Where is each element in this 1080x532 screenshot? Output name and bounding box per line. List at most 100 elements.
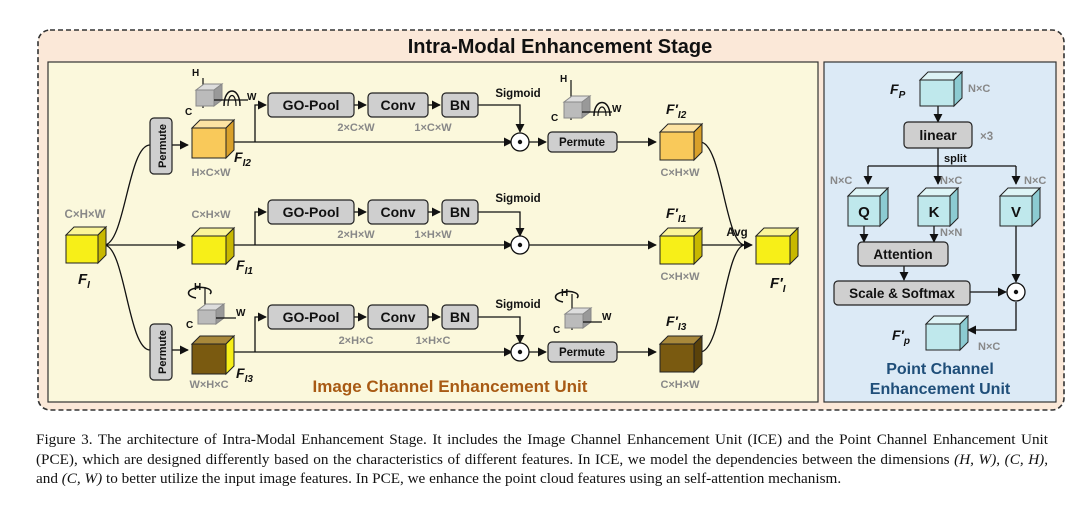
svg-text:GO-Pool: GO-Pool (283, 309, 340, 325)
permute-vertical-bottom: Permute (149, 323, 173, 381)
feature-label-b3: FI3 (236, 365, 253, 385)
axis-w-b3-left: W (236, 308, 246, 319)
svg-text:Conv: Conv (381, 309, 416, 325)
svg-text:Permute: Permute (559, 347, 605, 359)
output-dim-b2: C×H×W (660, 271, 700, 283)
pce-input-label: FP (890, 81, 906, 101)
svg-text:Permute: Permute (559, 137, 605, 149)
feature-label-b2: FI1 (236, 257, 253, 277)
architecture-diagram: Intra-Modal Enhancement Stage Image Chan… (37, 29, 1065, 411)
dot-op-b2 (510, 235, 530, 255)
svg-text:Conv: Conv (381, 97, 416, 113)
svg-text:V: V (1011, 204, 1021, 221)
svg-text:Permute: Permute (157, 330, 169, 374)
stage-title: Intra-Modal Enhancement Stage (408, 36, 713, 58)
caption-dims-ch: (C, H) (1004, 450, 1045, 468)
pce-output-cube (924, 314, 970, 352)
axis-w-b3-right: W (602, 312, 612, 323)
svg-text:Permute: Permute (157, 124, 169, 168)
pce-input-dim: N×C (968, 83, 990, 95)
caption-part2: to better utilize the input image featur… (102, 470, 842, 487)
axis-c-b1-left: C (185, 107, 192, 118)
axis-h-b3-right: H (561, 288, 568, 299)
k-cube: K (916, 186, 960, 228)
svg-text:Attention: Attention (873, 247, 932, 262)
conv-dim-b1: 1×C×W (414, 122, 452, 134)
output-label-b3: F′I3 (666, 313, 687, 333)
k-dim: N×C (940, 175, 962, 187)
svg-text:linear: linear (919, 127, 957, 143)
rotation-gizmo-b1-left (194, 78, 248, 108)
axis-h-b1-right: H (560, 74, 567, 85)
caption-dims-cw: (C, W) (61, 470, 103, 487)
svg-text:GO-Pool: GO-Pool (283, 204, 340, 220)
dot-op-b1 (510, 132, 530, 152)
feature-label-b1: FI2 (234, 149, 251, 169)
pce-output-dim: N×C (978, 341, 1000, 353)
bn-b1: BN (441, 92, 479, 118)
feature-dim-b3: W×H×C (189, 379, 228, 391)
caption-sep2: , and (36, 450, 1049, 488)
q-dim: N×C (830, 175, 852, 187)
fanout-top (103, 144, 151, 246)
feature-cube-b3 (190, 334, 236, 376)
output-cube-b3 (658, 334, 704, 374)
axis-w-b1-left: W (247, 92, 257, 103)
pce-title-line2: Enhancement Unit (870, 381, 1011, 398)
pool-dim-b1: 2×C×W (337, 122, 375, 134)
final-output-cube (754, 226, 800, 266)
fanout-bottom (103, 244, 151, 351)
caption-dims-hw: (H, W) (954, 450, 997, 468)
svg-text:BN: BN (450, 97, 470, 113)
feature-cube-b1 (190, 118, 236, 160)
axis-h-b1-left: H (192, 68, 199, 79)
feature-dim-b2: C×H×W (191, 209, 231, 221)
sigmoid-b3: Sigmoid (495, 299, 540, 311)
nn-dim: N×N (940, 227, 962, 239)
conv-b1: Conv (367, 92, 429, 118)
svg-text:K: K (929, 204, 940, 221)
axis-w-b1-right: W (612, 104, 622, 115)
input-label: FI (78, 271, 90, 291)
axis-c-b3-left: C (186, 320, 193, 331)
output-dim-b3: C×H×W (660, 379, 700, 391)
sigmoid-b2: Sigmoid (495, 193, 540, 205)
rotation-gizmo-b3-right (554, 290, 602, 330)
output-label-b2: F′I1 (666, 205, 687, 225)
attention-box: Attention (857, 241, 949, 267)
output-cube-b1 (658, 122, 704, 162)
output-label-b1: F′I2 (666, 101, 687, 121)
output-dim-b1: C×H×W (660, 167, 700, 179)
ice-title: Image Channel Enhancement Unit (313, 377, 588, 396)
bn-b3: BN (441, 304, 479, 330)
figure-caption: Figure 3. The architecture of Intra-Moda… (36, 430, 1048, 489)
permute-vertical-top: Permute (149, 117, 173, 175)
q-cube: Q (846, 186, 890, 228)
feature-cube-b2 (190, 226, 236, 266)
axis-h-b3-left: H (194, 282, 201, 293)
svg-text:BN: BN (450, 309, 470, 325)
conv-dim-b2: 1×H×W (414, 229, 452, 241)
pool-dim-b2: 2×H×W (337, 229, 375, 241)
split-label: split (944, 153, 967, 165)
input-dim: C×H×W (65, 209, 106, 221)
final-output-label: F′I (770, 275, 786, 295)
linear-box: linear (903, 121, 973, 149)
pce-title-line1: Point Channel (886, 361, 994, 378)
caption-part1: The architecture of Intra-Modal Enhancem… (36, 431, 1048, 468)
rotation-gizmo-b3-left (187, 286, 236, 325)
svg-text:GO-Pool: GO-Pool (283, 97, 340, 113)
svg-text:Q: Q (858, 204, 870, 221)
output-cube-b2 (658, 226, 704, 266)
avg-label: Avg (726, 227, 747, 239)
gopool-b2: GO-Pool (267, 199, 355, 225)
input-cube (64, 225, 108, 265)
pce-input-cube (918, 70, 964, 108)
conv-dim-b3: 1×H×C (416, 335, 451, 347)
sigmoid-b1: Sigmoid (495, 88, 540, 100)
feature-dim-b1: H×C×W (191, 167, 231, 179)
permute-b1: Permute (547, 131, 618, 153)
axis-c-b3-right: C (553, 325, 560, 336)
scale-softmax-box: Scale & Softmax (833, 280, 971, 306)
conv-b3: Conv (367, 304, 429, 330)
